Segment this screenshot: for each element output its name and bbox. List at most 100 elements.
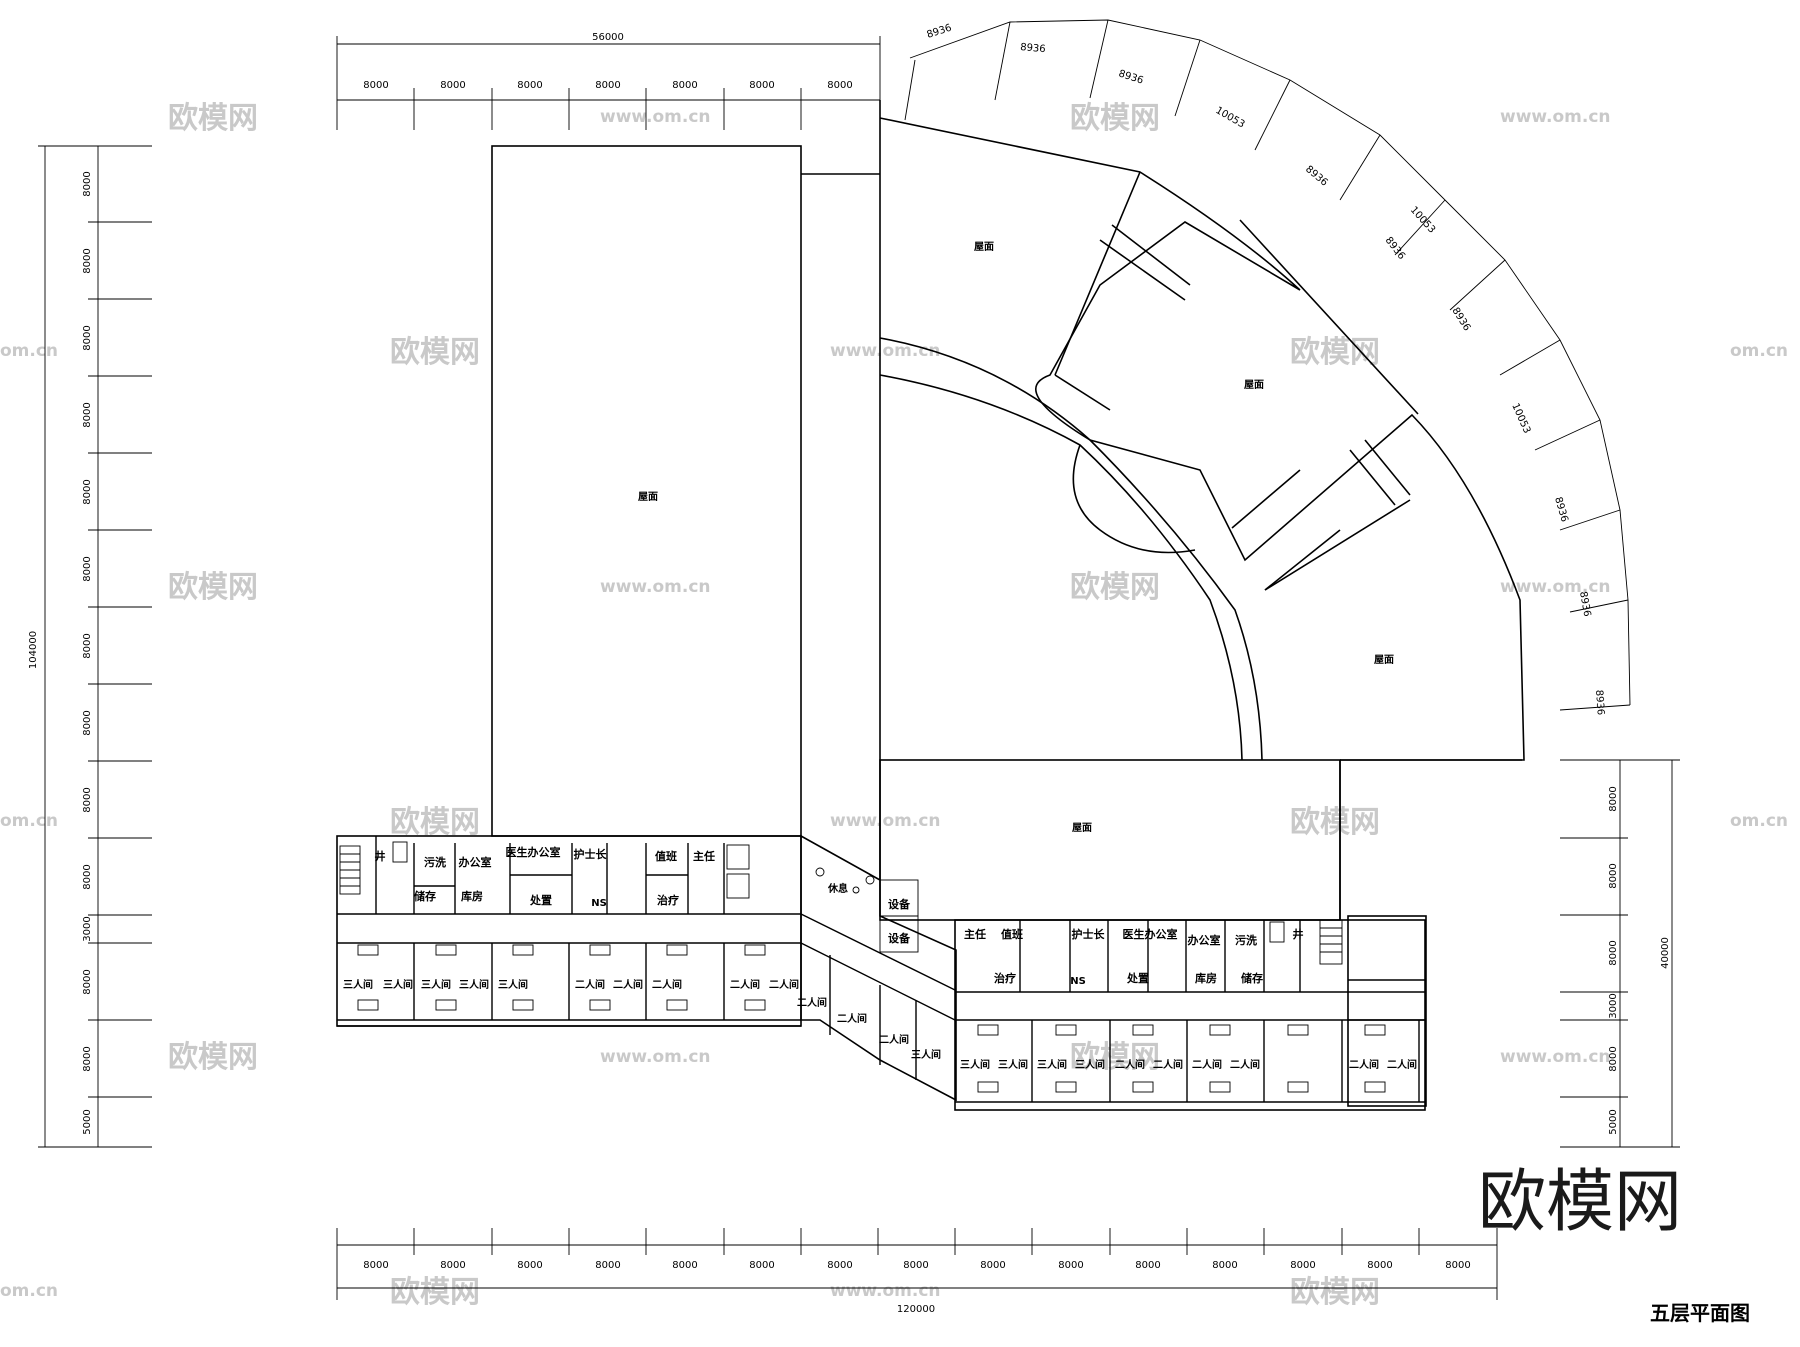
- dim-bottom-bay: 8000: [749, 1260, 774, 1271]
- dim-bottom-bay: 8000: [827, 1260, 852, 1271]
- dim-bottom-bay: 8000: [672, 1260, 697, 1271]
- room-label: 二人间: [652, 978, 682, 991]
- roof-label: 屋面: [974, 241, 994, 253]
- dim-left-bay: 5000: [82, 1109, 93, 1134]
- dim-bottom-bay: 8000: [1135, 1260, 1160, 1271]
- dim-left-bay: 8000: [82, 710, 93, 735]
- watermark-url: www.om.cn: [1500, 107, 1611, 127]
- room-label: 办公室: [1188, 933, 1221, 947]
- room-label: 二人间: [575, 978, 605, 991]
- roof-label: 屋面: [1374, 654, 1394, 666]
- dim-right-bay: 8000: [1608, 786, 1619, 811]
- room-label: 二人间: [879, 1033, 909, 1046]
- watermark-url: www.om.cn: [600, 107, 711, 127]
- dim-top-bay: 8000: [827, 80, 852, 91]
- room-label: 治疗: [994, 971, 1016, 985]
- room-label: 主任: [964, 927, 986, 941]
- watermark-url: om.cn: [1730, 811, 1788, 831]
- room-label: NS: [591, 898, 607, 909]
- dim-right-bay: 8000: [1608, 863, 1619, 888]
- dim-bottom-bay: 8000: [517, 1260, 542, 1271]
- dim-bottom-bay: 8000: [1367, 1260, 1392, 1271]
- dim-bottom-bay: 8000: [595, 1260, 620, 1271]
- dim-top-bay: 8000: [749, 80, 774, 91]
- dim-bottom-bay: 8000: [1212, 1260, 1237, 1271]
- dim-right-bay: 3000: [1608, 993, 1619, 1018]
- room-label: 污洗: [1235, 933, 1257, 947]
- dim-left-bay: 8000: [82, 171, 93, 196]
- room-label: 污洗: [424, 855, 446, 869]
- room-label: 三人间: [498, 978, 528, 991]
- watermark-text: 欧模网: [1070, 570, 1160, 605]
- room-label: 二人间: [1387, 1058, 1417, 1071]
- dimension-lines: [38, 19, 1680, 1300]
- roof-block-west: [491, 145, 802, 837]
- dim-arc: 8936: [1577, 591, 1592, 618]
- room-label: 休息: [827, 882, 848, 895]
- dim-bottom-bay: 8000: [440, 1260, 465, 1271]
- dim-top-bay: 8000: [595, 80, 620, 91]
- dim-bottom-bay: 8000: [903, 1260, 928, 1271]
- dim-right-total: 40000: [1660, 937, 1671, 969]
- dim-arc: 8936: [1449, 306, 1472, 333]
- roof-block-east: [879, 759, 1341, 921]
- watermark-url: om.cn: [0, 811, 58, 831]
- dim-bottom-bay: 8000: [363, 1260, 388, 1271]
- room-label: 三人间: [998, 1058, 1028, 1071]
- room-label: 医生办公室: [1123, 927, 1178, 941]
- room-label: 三人间: [960, 1058, 990, 1071]
- room-label: 三人间: [1037, 1058, 1067, 1071]
- watermark-text: 欧模网: [1290, 335, 1380, 370]
- watermark-text: 欧模网: [168, 101, 258, 136]
- room-label: 二人间: [1192, 1058, 1222, 1071]
- dim-arc: 10053: [1509, 402, 1532, 436]
- room-label: 三人间: [1075, 1058, 1105, 1071]
- room-label: 井: [1293, 927, 1304, 941]
- watermark-text: 欧模网: [1070, 1040, 1160, 1075]
- room-label: 办公室: [459, 855, 492, 869]
- room-label: 二人间: [1349, 1058, 1379, 1071]
- east-ward-wing: [954, 915, 1427, 1111]
- room-label: 二人间: [769, 978, 799, 991]
- room-label: 护士长: [574, 847, 608, 861]
- watermark-text: 欧模网: [1290, 1275, 1380, 1310]
- room-label: 设备: [888, 931, 911, 945]
- dimension-labels: 56000 8000 8000 8000 8000 8000 8000 8000…: [28, 23, 1671, 1315]
- dim-top-bay: 8000: [440, 80, 465, 91]
- room-label: 井: [375, 849, 386, 863]
- dim-arc: 8936: [926, 23, 954, 41]
- room-label: 二人间: [1115, 1058, 1145, 1071]
- dim-arc: 8936: [1117, 68, 1145, 86]
- watermark-text: 欧模网: [390, 1275, 480, 1310]
- dim-left-bay: 8000: [82, 556, 93, 581]
- building-outline: [491, 100, 1525, 921]
- dim-left-bay: 8000: [82, 969, 93, 994]
- room-labels-west: 井 污洗 办公室 医生办公室 护士长 值班 主任 储存 库房 处置 NS 治疗 …: [343, 845, 799, 991]
- dim-top-total: 56000: [592, 32, 624, 43]
- room-label: 治疗: [657, 893, 679, 907]
- watermark-text: 欧模网: [390, 335, 480, 370]
- dim-top-bay: 8000: [517, 80, 542, 91]
- room-label: 主任: [693, 849, 715, 863]
- room-label: 处置: [529, 893, 552, 907]
- dim-arc: 10053: [1214, 105, 1247, 130]
- room-label: 护士长: [1072, 927, 1106, 941]
- dim-left-bay: 8000: [82, 787, 93, 812]
- dim-left-bay: 8000: [82, 633, 93, 658]
- dim-arc: 8936: [1383, 235, 1407, 262]
- dim-left-bay: 8000: [82, 864, 93, 889]
- watermark-url: www.om.cn: [830, 811, 941, 831]
- dim-arc: 8936: [1593, 689, 1606, 715]
- dim-right-bay: 8000: [1608, 940, 1619, 965]
- dim-bottom-bay: 8000: [1290, 1260, 1315, 1271]
- room-label: 二人间: [613, 978, 643, 991]
- room-labels-link: 休息 二人间 二人间 二人间 三人间: [797, 882, 941, 1061]
- dim-left-total: 104000: [28, 631, 39, 669]
- watermark-url: www.om.cn: [1500, 1047, 1611, 1067]
- room-label: 库房: [461, 889, 483, 903]
- dim-left-bay: 8000: [82, 325, 93, 350]
- dim-arc: 8936: [1552, 496, 1570, 523]
- dim-arc: 10053: [1408, 205, 1437, 236]
- watermark-url: www.om.cn: [600, 1047, 711, 1067]
- room-label: 储存: [414, 889, 436, 903]
